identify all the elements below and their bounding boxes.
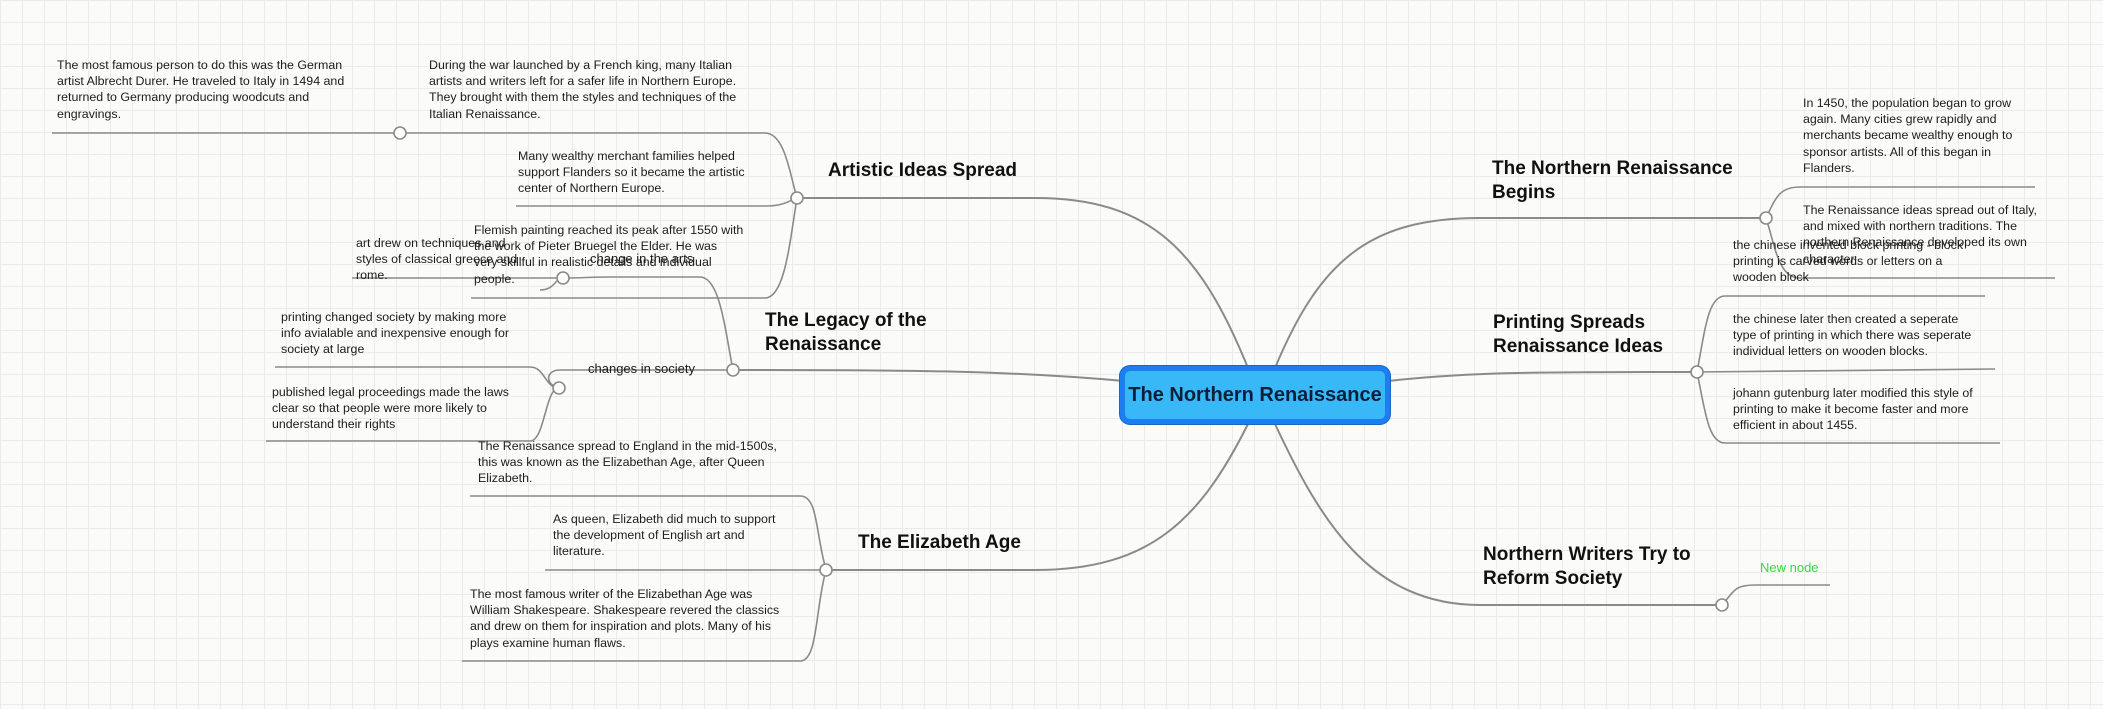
branch-label-line: Northern Writers Try to xyxy=(1483,544,1691,565)
note-line: understand their rights xyxy=(272,417,396,432)
note-line: The most famous person to do this was th… xyxy=(57,58,343,72)
note-line: type of printing in which there was sepe… xyxy=(1733,328,1972,343)
note-flanders[interactable]: Many wealthy merchant families helped su… xyxy=(518,148,745,197)
note-line: character xyxy=(1803,251,1855,266)
note-line: johann gutenburg later modified this sty… xyxy=(1733,386,1973,400)
note-line: Many wealthy merchant families helped xyxy=(518,149,735,163)
branch-printing-spreads[interactable]: Printing Spreads Renaissance Ideas xyxy=(1493,311,1663,359)
note-line: engravings. xyxy=(57,106,122,121)
note-line: the work of Pieter Bruegel the Elder. He… xyxy=(474,239,718,254)
note-line: people. xyxy=(474,271,515,286)
branch-label-line: Begins xyxy=(1492,182,1556,203)
subtopic-change-in-arts[interactable]: change in the arts xyxy=(590,251,693,267)
note-shakespeare[interactable]: The most famous writer of the Elizabetha… xyxy=(470,586,779,651)
subtopic-label: changes in society xyxy=(588,361,695,376)
note-line: art drew on techniques and xyxy=(356,236,506,250)
note-line: Flemish painting reached its peak after … xyxy=(474,223,744,237)
note-line: printing to make it become faster and mo… xyxy=(1733,402,1969,417)
note-line: this was known as the Elizabethan Age, a… xyxy=(478,455,765,470)
new-node-label: New node xyxy=(1760,560,1819,575)
note-line: the chinese invented block printing - bl… xyxy=(1733,238,1964,252)
note-line: rome. xyxy=(356,268,388,283)
branch-label: The Elizabeth Age xyxy=(858,532,1021,553)
note-population[interactable]: In 1450, the population began to grow ag… xyxy=(1803,95,2012,176)
branch-label-line: Printing Spreads xyxy=(1493,312,1646,333)
branch-label-line: Renaissance Ideas xyxy=(1493,336,1664,357)
note-line: and mixed with northern traditions. The xyxy=(1803,219,2017,234)
note-line: They brought with them the styles and te… xyxy=(429,90,737,105)
note-classical[interactable]: art drew on techniques and styles of cla… xyxy=(356,235,517,284)
root-label: The Northern Renaissance xyxy=(1128,383,1382,406)
note-line: center of Northern Europe. xyxy=(518,181,665,196)
branch-label-line: Renaissance xyxy=(765,334,882,355)
note-line: support Flanders so it became the artist… xyxy=(518,165,745,180)
note-block-printing[interactable]: the chinese invented block printing - bl… xyxy=(1733,237,1963,286)
note-line: very skillful in realistic details and i… xyxy=(474,255,712,270)
branch-label: Artistic Ideas Spread xyxy=(828,160,1018,181)
branch-artistic-ideas-spread[interactable]: Artistic Ideas Spread xyxy=(828,159,1017,183)
note-line: literature. xyxy=(553,544,605,559)
note-line: The Renaissance spread to England in the… xyxy=(478,439,777,453)
branch-elizabeth-age[interactable]: The Elizabeth Age xyxy=(858,531,1021,555)
note-line: merchants became wealthy enough to xyxy=(1803,128,2013,143)
new-node[interactable]: New node xyxy=(1760,560,1819,576)
branch-legacy[interactable]: The Legacy of the Renaissance xyxy=(765,309,927,357)
note-line: The Renaissance ideas spread out of Ital… xyxy=(1803,203,2037,217)
note-line: published legal proceedings made the law… xyxy=(272,385,509,399)
note-line: northern Renaissance developed its own xyxy=(1803,235,2027,250)
note-line: the chinese later then created a seperat… xyxy=(1733,312,1959,326)
branch-northern-writers[interactable]: Northern Writers Try to Reform Society xyxy=(1483,543,1691,591)
note-line: Elizabeth. xyxy=(478,471,533,486)
note-french-war[interactable]: During the war launched by a French king… xyxy=(429,57,736,122)
note-line: returned to Germany producing woodcuts a… xyxy=(57,90,310,105)
note-line: again. Many cities grew rapidly and xyxy=(1803,112,1997,127)
note-line: Italian Renaissance. xyxy=(429,106,541,121)
note-queen[interactable]: As queen, Elizabeth did much to support … xyxy=(553,511,775,560)
note-line: artist Albrecht Durer. He traveled to It… xyxy=(57,74,345,89)
note-line: During the war launched by a French king… xyxy=(429,58,733,72)
note-separate-type[interactable]: the chinese later then created a seperat… xyxy=(1733,311,1971,360)
note-ideas-spread[interactable]: The Renaissance ideas spread out of Ital… xyxy=(1803,202,2037,267)
branch-label-line: The Northern Renaissance xyxy=(1492,158,1733,179)
note-line: clear so that people were more likely to xyxy=(272,401,487,416)
root-node[interactable]: The Northern Renaissance xyxy=(1120,366,1390,424)
note-line: artists and writers left for a safer lif… xyxy=(429,74,737,89)
branch-northern-renaissance-begins[interactable]: The Northern Renaissance Begins xyxy=(1492,157,1733,205)
branch-label-line: Reform Society xyxy=(1483,568,1623,589)
note-line: printing is carved words or letters on a xyxy=(1733,254,1943,269)
note-line: sponsor artists. All of this began in xyxy=(1803,144,1992,159)
branch-label-line: The Legacy of the xyxy=(765,310,927,331)
note-bruegel[interactable]: Flemish painting reached its peak after … xyxy=(474,222,743,287)
note-line: As queen, Elizabeth did much to support xyxy=(553,512,776,526)
note-line: The most famous writer of the Elizabetha… xyxy=(470,587,753,601)
subtopic-changes-in-society[interactable]: changes in society xyxy=(588,361,695,377)
note-legal[interactable]: published legal proceedings made the law… xyxy=(272,384,509,433)
note-line: society at large xyxy=(281,342,365,357)
note-printing-changed[interactable]: printing changed society by making more … xyxy=(281,309,509,358)
note-line: William Shakespeare. Shakespeare revered… xyxy=(470,603,780,618)
subtopic-label: change in the arts xyxy=(590,251,694,266)
note-line: info avialable and inexpensive enough fo… xyxy=(281,326,510,341)
note-england[interactable]: The Renaissance spread to England in the… xyxy=(478,438,777,487)
note-line: plays examine human flaws. xyxy=(470,635,626,650)
note-line: and drew on them for inspiration and plo… xyxy=(470,619,771,634)
note-line: individual letters on wooden blocks. xyxy=(1733,344,1928,359)
note-durer[interactable]: The most famous person to do this was th… xyxy=(57,57,344,122)
note-line: efficient in about 1455. xyxy=(1733,418,1858,433)
note-line: Flanders. xyxy=(1803,160,1855,175)
note-gutenburg[interactable]: johann gutenburg later modified this sty… xyxy=(1733,385,1973,434)
note-line: printing changed society by making more xyxy=(281,310,507,324)
note-line: styles of classical greece and xyxy=(356,252,518,267)
note-line: the development of English art and xyxy=(553,528,745,543)
note-line: In 1450, the population began to grow xyxy=(1803,96,2012,110)
note-line: wooden block xyxy=(1733,270,1809,285)
